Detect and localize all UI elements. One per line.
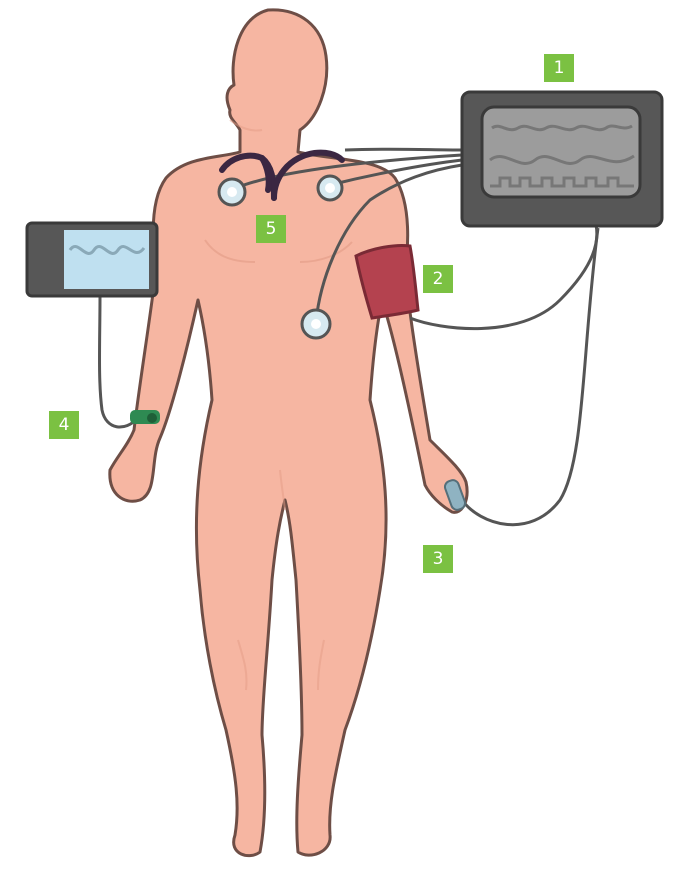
electrode-left-core (227, 187, 237, 197)
marker-2: 2 (423, 265, 453, 293)
wrist-sensor-dot (147, 413, 157, 423)
cable-wrist (100, 296, 139, 427)
monitor-icon (462, 92, 662, 226)
marker-4: 4 (49, 411, 79, 439)
monitor-left-icon (27, 223, 157, 296)
human-body-icon (110, 10, 467, 856)
monitor-left-screen (64, 230, 149, 289)
body-silhouette (110, 10, 467, 856)
electrode-right-core (325, 183, 335, 193)
marker-5: 5 (256, 215, 286, 243)
monitor-right-screen (482, 107, 640, 197)
cable-stetho (345, 149, 462, 150)
marker-1: 1 (544, 54, 574, 82)
cable-oximeter (462, 228, 598, 525)
wrist-sensor-icon (130, 410, 160, 424)
electrode-lower-core (311, 319, 321, 329)
marker-3: 3 (423, 545, 453, 573)
